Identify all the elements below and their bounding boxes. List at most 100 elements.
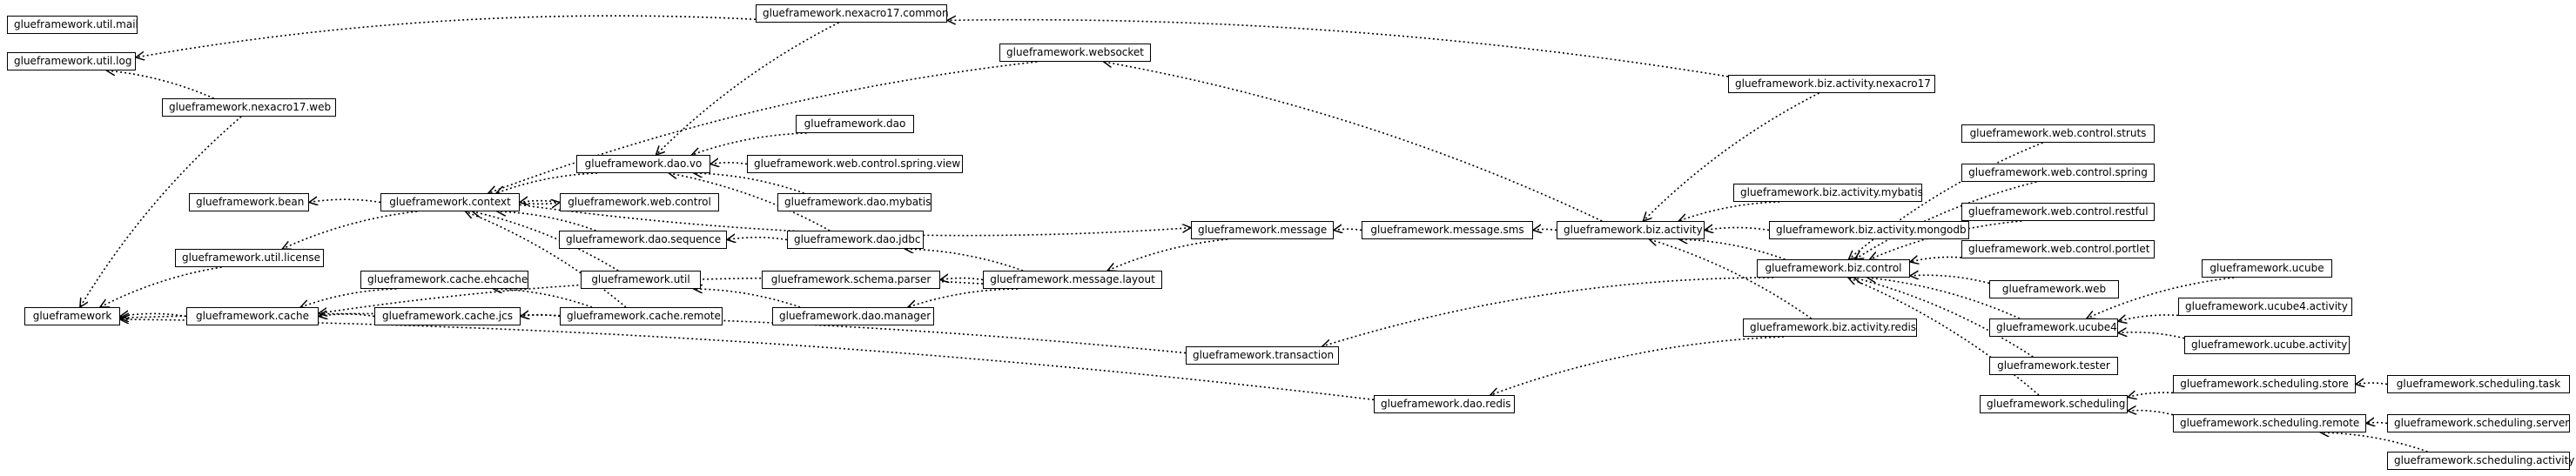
node-util-mail: glueframework.util.mail — [7, 16, 138, 34]
node-ucube: glueframework.ucube — [2202, 259, 2332, 278]
node-scheduling-store: glueframework.scheduling.store — [2173, 375, 2356, 393]
node-scheduling-remote: glueframework.scheduling.remote — [2173, 414, 2366, 432]
edge-cache-remote-to-context — [466, 211, 627, 308]
edge-message-layout-to-schema-parser — [940, 278, 984, 280]
node-tester: glueframework.tester — [1989, 357, 2118, 375]
node-web-control-spring-view: glueframework.web.control.spring.view — [747, 155, 963, 173]
node-glueframework: glueframework — [24, 307, 120, 325]
edge-websocket-to-context — [488, 61, 1038, 193]
node-web-control-struts: glueframework.web.control.struts — [1961, 124, 2155, 143]
edge-util-to-context — [473, 211, 619, 272]
node-util-license: glueframework.util.license — [175, 249, 324, 267]
edge-ucube-to-ucube4 — [2087, 277, 2235, 318]
edge-dao-manager-to-util — [694, 289, 801, 308]
node-biz-control: glueframework.biz.control — [1757, 259, 1910, 278]
node-bean: glueframework.bean — [189, 193, 309, 211]
node-transaction: glueframework.transaction — [1186, 346, 1339, 365]
edge-cache-remote-to-cache-ehcache — [494, 289, 593, 308]
node-cache: glueframework.cache — [186, 307, 319, 325]
edge-dao-mybatis-to-dao-vo — [694, 173, 804, 194]
edge-web-control-to-context — [520, 201, 561, 203]
edge-biz-control-to-transaction — [1322, 277, 1774, 346]
edge-message-layout-to-cache — [319, 277, 984, 314]
edge-web-control-portlet-to-biz-control — [1910, 257, 1962, 262]
node-nexacro17-web: glueframework.nexacro17.web — [162, 98, 336, 117]
node-web: glueframework.web — [1989, 280, 2119, 298]
edge-biz-activity-mongodb-to-biz-activity — [1705, 228, 1770, 231]
node-nexacro17-common: glueframework.nexacro17.common — [756, 4, 949, 23]
node-web-control: glueframework.web.control — [560, 193, 719, 211]
edge-biz-activity-redis-to-dao-redis — [1490, 336, 1785, 395]
edge-biz-control-to-biz-activity — [1679, 239, 1786, 260]
node-ucube-activity: glueframework.ucube.activity — [2184, 336, 2350, 354]
edge-web-control-spring-view-to-dao-vo — [710, 163, 748, 164]
edge-message-to-message-layout — [1107, 238, 1227, 271]
edge-scheduling-remote-to-scheduling — [2128, 411, 2174, 416]
node-cache-jcs: glueframework.cache.jcs — [374, 307, 521, 325]
edge-biz-activity-redis-to-biz-activity — [1649, 239, 1812, 319]
edge-dao-sequence-to-context — [497, 211, 596, 231]
edge-message-layout-to-dao-manager — [908, 288, 1019, 307]
node-dao-mybatis: glueframework.dao.mybatis — [777, 193, 932, 211]
edge-ucube4-activity-to-ucube4 — [2118, 314, 2179, 321]
edge-nexacro17-common-to-dao-vo — [656, 22, 839, 155]
node-util-log: glueframework.util.log — [7, 52, 136, 70]
edge-nexacro17-web-to-util-log — [106, 70, 214, 99]
edge-cache-ehcache-to-cache — [300, 288, 397, 307]
node-websocket: glueframework.websocket — [999, 44, 1151, 62]
node-message-layout: glueframework.message.layout — [983, 271, 1162, 289]
edge-scheduling-task-to-scheduling-store — [2356, 383, 2388, 384]
edge-scheduling-to-biz-control — [1848, 278, 2040, 396]
node-scheduling-server: glueframework.scheduling.server — [2387, 414, 2570, 432]
node-dao-sequence: glueframework.dao.sequence — [559, 231, 727, 249]
edge-transaction-to-glueframework — [120, 313, 1187, 354]
node-cache-ehcache: glueframework.cache.ehcache — [360, 271, 528, 289]
node-biz-activity-nexacro17: glueframework.biz.activity.nexacro17 — [1728, 75, 1935, 93]
edge-web-to-biz-control — [1910, 275, 1990, 285]
edge-context-to-util-license — [282, 211, 418, 249]
edge-ucube-activity-to-ucube4 — [2118, 332, 2185, 339]
edge-cache-remote-to-cache-jcs — [521, 315, 561, 317]
edge-message-layout-to-dao-jdbc — [905, 249, 1024, 272]
edge-biz-activity-to-websocket — [1104, 62, 1603, 222]
edge-dao-jdbc-to-dao-sequence — [727, 238, 788, 240]
node-biz-activity-mybatis: glueframework.biz.activity.mybatis — [1733, 184, 1923, 202]
node-dao-redis: glueframework.dao.redis — [1374, 395, 1515, 413]
node-scheduling-task: glueframework.scheduling.task — [2387, 375, 2570, 393]
node-message-sms: glueframework.message.sms — [1362, 221, 1533, 239]
node-biz-activity: glueframework.biz.activity — [1557, 221, 1705, 239]
node-web-control-restful: glueframework.web.control.restful — [1961, 203, 2155, 221]
node-ucube4: glueframework.ucube4 — [1989, 318, 2118, 337]
node-context: glueframework.context — [380, 193, 520, 211]
node-dao-manager: glueframework.dao.manager — [772, 307, 934, 325]
edge-ucube4-to-biz-control — [1867, 278, 2021, 319]
node-schema-parser: glueframework.schema.parser — [762, 271, 940, 289]
edge-message-sms-to-message — [1334, 229, 1362, 230]
edge-scheduling-store-to-scheduling — [2128, 392, 2174, 397]
edge-util-license-to-glueframework — [100, 266, 222, 307]
node-scheduling: glueframework.scheduling — [1980, 395, 2128, 413]
edge-biz-activity-to-message-sms — [1533, 229, 1557, 230]
edge-context-to-web-control — [519, 203, 560, 204]
node-ucube4-activity: glueframework.ucube4.activity — [2178, 298, 2352, 316]
node-dao: glueframework.dao — [796, 115, 914, 133]
edge-biz-activity-nexacro17-to-biz-activity — [1643, 92, 1819, 221]
edge-nexacro17-web-to-glueframework — [80, 116, 242, 307]
edge-context-to-bean — [309, 199, 381, 202]
node-dao-vo: glueframework.dao.vo — [576, 155, 710, 173]
edge-dao-to-dao-vo — [691, 132, 807, 155]
node-util: glueframework.util — [581, 271, 701, 289]
edge-cache-jcs-to-cache — [319, 314, 375, 317]
edge-nexacro17-common-to-util-log — [136, 15, 757, 57]
node-dao-jdbc: glueframework.dao.jdbc — [787, 231, 924, 249]
node-message: glueframework.message — [1191, 221, 1334, 239]
node-scheduling-activity: glueframework.scheduling.activity — [2387, 452, 2574, 470]
edge-biz-activity-mybatis-to-biz-activity — [1678, 201, 1780, 221]
node-web-control-spring: glueframework.web.control.spring — [1961, 164, 2155, 182]
edge-scheduling-server-to-scheduling-remote — [2366, 423, 2388, 424]
edge-scheduling-activity-to-scheduling-remote — [2321, 432, 2428, 453]
node-biz-activity-redis: glueframework.biz.activity.redis — [1743, 318, 1917, 337]
edge-biz-activity-nexacro17-to-nexacro17-common — [947, 20, 1729, 77]
